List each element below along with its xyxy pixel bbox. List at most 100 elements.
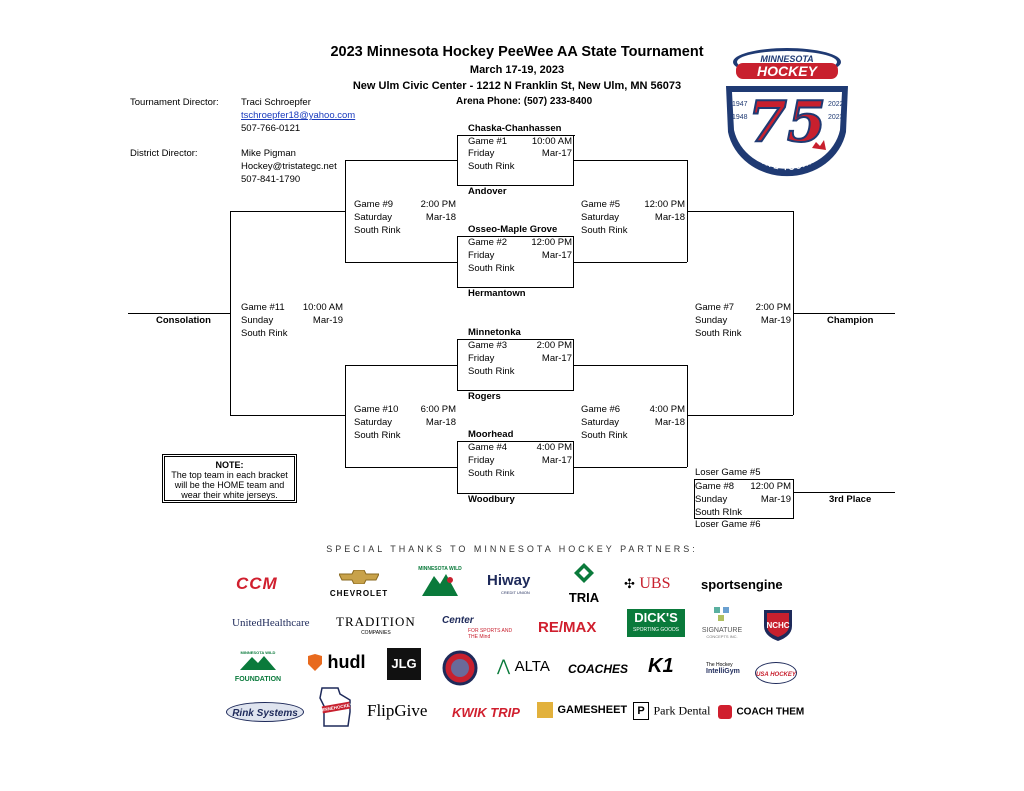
bracket-line [574, 160, 687, 161]
game-8-label: Game #8 [695, 481, 735, 492]
wild-wordmark: MINNESOTA WILD [418, 566, 462, 572]
emblem-year-2023: 2023 [828, 114, 844, 121]
note-body: The top team in each bracket will be the… [171, 470, 288, 500]
sponsor-center-for-sports: Center FOR SPORTS AND THE Mind [442, 610, 518, 640]
gamesheet-mark-icon [537, 701, 553, 718]
chevrolet-bowtie-icon [338, 569, 380, 585]
loser-game-6: Loser Game #6 [695, 519, 761, 530]
bracket-line [345, 467, 457, 468]
sponsor-chevrolet: CHEVROLET [325, 569, 393, 598]
usa-hockey-wordmark: USA HOCKEY [756, 672, 796, 678]
minnehockey-wordmark: MINNEHOCKEY [319, 702, 353, 713]
game-7-rink: South Rink [695, 328, 742, 339]
tournament-director-label: Tournament Director: [130, 97, 219, 108]
third-place-label: 3rd Place [829, 494, 872, 505]
dicks-tagline: SPORTING GOODS [632, 627, 680, 633]
game-1-day: Friday [468, 148, 495, 159]
signature-wordmark: SIGNATURE [701, 627, 743, 634]
sponsor-flipgive: FlipGive [367, 701, 428, 720]
bracket-line [230, 211, 345, 212]
bracket-line [345, 365, 346, 467]
bracket-line [230, 211, 231, 415]
game-2-label: Game #2 [468, 237, 508, 248]
signature-tagline: CONCEPTS INC. [706, 634, 738, 639]
sponsor-unitedhealthcare: UnitedHealthcare [232, 617, 310, 629]
game-6-label: Game #6 [581, 404, 621, 415]
game-9-date: Mar-18 [425, 212, 456, 223]
signature-mark-icon [714, 607, 729, 621]
game-3-box [457, 339, 574, 391]
sponsor-hockey-emblem [442, 650, 478, 686]
wild-foundation-wordmark: FOUNDATION [234, 676, 282, 683]
tradition-wordmark: TRADITION [336, 614, 416, 629]
game-2-box [457, 236, 574, 288]
jlg-wordmark: JLG [391, 656, 417, 671]
game-2-time: 12:00 PM [531, 237, 572, 248]
wild-foundation-icon [240, 656, 276, 670]
game-4-label: Game #4 [468, 442, 508, 453]
bracket-line [574, 262, 687, 263]
sponsor-rink-systems: Rink Systems [226, 702, 304, 722]
sponsors-heading: SPECIAL THANKS TO MINNESOTA HOCKEY PARTN… [326, 544, 698, 554]
minnehockey-state-icon: MINNEHOCKEY [319, 687, 353, 727]
bracket-line [687, 365, 688, 467]
game-3-date: Mar-17 [541, 353, 572, 364]
game-4-day: Friday [468, 455, 495, 466]
bracket-line [345, 365, 457, 366]
emblem-year-1947: 1947 [732, 101, 748, 108]
game-5-day: Saturday [581, 212, 620, 223]
team-osseo-maple-grove: Osseo-Maple Grove [468, 224, 558, 235]
intelligym-wordmark: IntelliGym [706, 668, 740, 675]
sponsor-coaches: COACHES [568, 662, 629, 676]
coach-them-mark-icon [718, 704, 732, 719]
chevrolet-wordmark: CHEVROLET [329, 589, 389, 598]
rink-systems-wordmark: Rink Systems [232, 708, 298, 719]
sponsor-tria: TRIA [563, 563, 605, 605]
game-10-date: Mar-18 [425, 417, 456, 428]
sponsor-kwik-trip: KWIK TRIP [452, 705, 520, 720]
game-3-day: Friday [468, 353, 495, 364]
game-10-rink: South Rink [354, 430, 401, 441]
consolation-label: Consolation [156, 315, 211, 326]
game-5-time: 12:00 PM [644, 199, 685, 210]
team-chaska-chanhassen: Chaska-Chanhassen [468, 123, 562, 134]
dicks-wordmark: DICK'S [634, 610, 678, 625]
district-director-phone: 507-841-1790 [241, 174, 301, 185]
state-tournament-75-logo: MINNESOTA HOCKEY 75 1947 1948 2022 2023 … [726, 48, 848, 177]
team-rogers: Rogers [468, 391, 501, 402]
coach-them-wordmark: COACH THEM [736, 706, 805, 718]
arena-phone: Arena Phone: (507) 233-8400 [456, 96, 593, 107]
game-8-time: 12:00 PM [750, 481, 791, 492]
game-11-day: Sunday [241, 315, 274, 326]
bracket-line [574, 467, 687, 468]
hudl-mark-icon [308, 653, 322, 671]
wild-logo-icon [422, 574, 458, 596]
tournament-director-email[interactable]: tschroepfer18@yahoo.com [241, 110, 356, 121]
tournament-venue: New Ulm Civic Center - 1212 N Franklin S… [352, 80, 682, 92]
emblem-top-text: MINNESOTA [760, 54, 813, 64]
ubs-wordmark: UBS [639, 575, 671, 592]
game-9-label: Game #9 [354, 199, 394, 210]
sponsor-dicks: DICK'S SPORTING GOODS [627, 609, 685, 637]
game-5-rink: South Rink [581, 225, 628, 236]
gamesheet-wordmark: GAMESHEET [557, 703, 628, 716]
sponsor-wild-foundation: MINNESOTA WILD FOUNDATION [228, 650, 288, 683]
alta-wordmark: ALTA [514, 658, 550, 675]
game-1-rink: South Rink [468, 161, 515, 172]
game-3-time: 2:00 PM [536, 340, 572, 351]
tradition-tagline: COMPANIES [361, 630, 391, 636]
loser-game-5: Loser Game #5 [695, 467, 761, 478]
emblem-number: 75 [748, 89, 826, 155]
game-8-day: Sunday [695, 494, 728, 505]
sponsor-gamesheet: GAMESHEET [537, 701, 627, 719]
game-4-rink: South Rink [468, 468, 515, 479]
game-7-label: Game #7 [695, 302, 735, 313]
center-tagline: FOR SPORTS AND THE Mind [468, 628, 513, 640]
game-7-time: 2:00 PM [755, 302, 791, 313]
center-wordmark: Center [442, 615, 474, 626]
note-heading: NOTE: [215, 460, 244, 470]
sponsor-hiway: Hiway CREDIT UNION [487, 572, 530, 595]
sponsor-hockey-intelligym: The Hockey IntelliGym [706, 662, 740, 675]
champion-line [793, 313, 895, 314]
emblem-year-1948: 1948 [732, 114, 748, 121]
